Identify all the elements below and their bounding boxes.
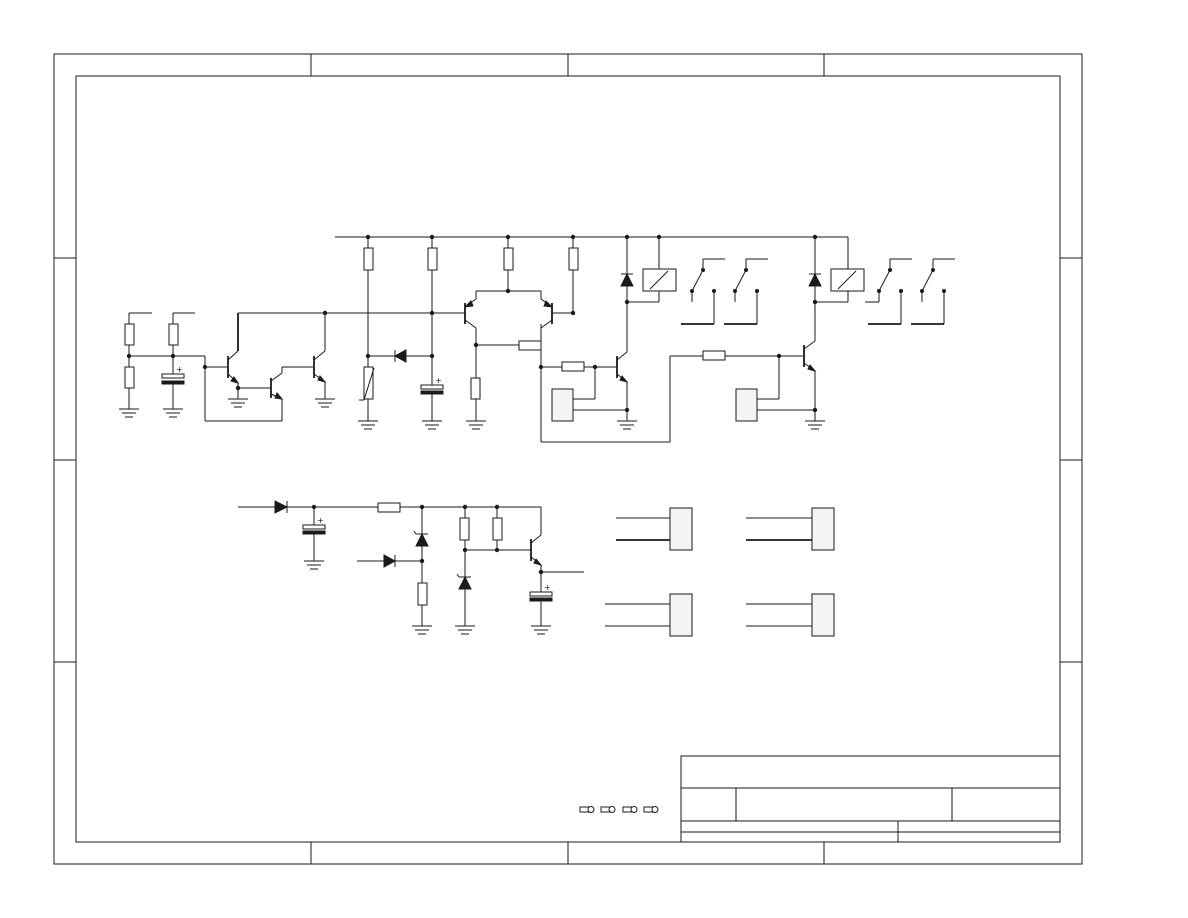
rectifier-diode <box>274 500 289 514</box>
svg-text:+: + <box>544 583 551 592</box>
ground-symbol <box>163 408 183 418</box>
screw-icon <box>643 806 659 813</box>
pnp-transistor <box>463 298 477 329</box>
connector <box>605 593 693 637</box>
ground-symbol <box>422 420 442 430</box>
supply-rail <box>335 234 849 246</box>
npn-transistor <box>803 340 817 372</box>
ground-symbol <box>358 420 378 430</box>
resistor <box>518 340 542 351</box>
mounting-screws <box>579 806 659 813</box>
relay-contact <box>865 258 912 325</box>
resistor <box>124 366 135 389</box>
ground-symbol <box>228 398 248 408</box>
npn-transistor <box>530 534 543 566</box>
diode <box>383 554 397 568</box>
electrolytic-capacitor: + <box>302 516 326 535</box>
reference-branch: + <box>358 237 444 430</box>
resistor <box>124 323 135 346</box>
input-transistor-stage <box>205 310 465 408</box>
flyback-diode <box>620 272 634 287</box>
zener-diode <box>456 573 472 590</box>
input-divider: + <box>119 312 283 422</box>
ground-symbol <box>119 408 139 418</box>
resistor <box>503 247 514 271</box>
differential-pair <box>463 237 703 443</box>
resistor <box>561 361 585 372</box>
relay-coil <box>830 268 865 292</box>
resistor <box>168 323 179 346</box>
connector <box>746 593 835 637</box>
ground-symbol <box>455 625 475 635</box>
screw-icon <box>622 806 638 813</box>
resistor <box>702 350 726 361</box>
connector <box>735 388 758 422</box>
resistor <box>492 517 503 541</box>
resistor <box>470 377 481 400</box>
resistor <box>427 247 438 271</box>
npn-transistor <box>205 350 240 384</box>
ground-symbol <box>617 420 637 430</box>
drawing-frame <box>53 53 1083 865</box>
relay-contact <box>681 258 725 325</box>
screw-icon <box>600 806 616 813</box>
title-block <box>680 755 1061 843</box>
svg-text:+: + <box>317 516 324 525</box>
npn-transistor <box>313 350 327 383</box>
connector-group <box>605 507 835 637</box>
ground-symbol <box>805 420 825 430</box>
power-supply-circuit: + <box>238 500 584 635</box>
svg-text:+: + <box>435 376 442 385</box>
resistor <box>568 247 579 271</box>
relay-contact <box>911 258 955 325</box>
flyback-diode <box>808 272 822 287</box>
ground-symbol <box>315 398 335 408</box>
ground-symbol <box>304 560 324 570</box>
pnp-transistor <box>540 298 554 329</box>
ground-symbol <box>466 420 486 430</box>
connector <box>746 507 835 551</box>
relay-coil <box>642 268 677 292</box>
connector <box>616 507 693 551</box>
ground-symbol <box>531 625 551 635</box>
resistor <box>417 582 428 606</box>
screw-icon <box>579 806 595 813</box>
diode <box>393 349 407 363</box>
npn-transistor <box>270 372 284 400</box>
ground-symbol <box>412 625 432 635</box>
resistor <box>377 502 401 513</box>
relay-driver-2 <box>702 237 955 430</box>
relay-driver-1 <box>541 237 768 430</box>
svg-text:+: + <box>176 365 183 374</box>
resistor <box>363 247 374 271</box>
connector <box>551 388 574 422</box>
thermistor <box>359 366 375 401</box>
npn-transistor <box>616 351 629 383</box>
resistor <box>459 517 470 541</box>
relay-contact <box>724 258 768 325</box>
zener-diode <box>413 530 429 547</box>
